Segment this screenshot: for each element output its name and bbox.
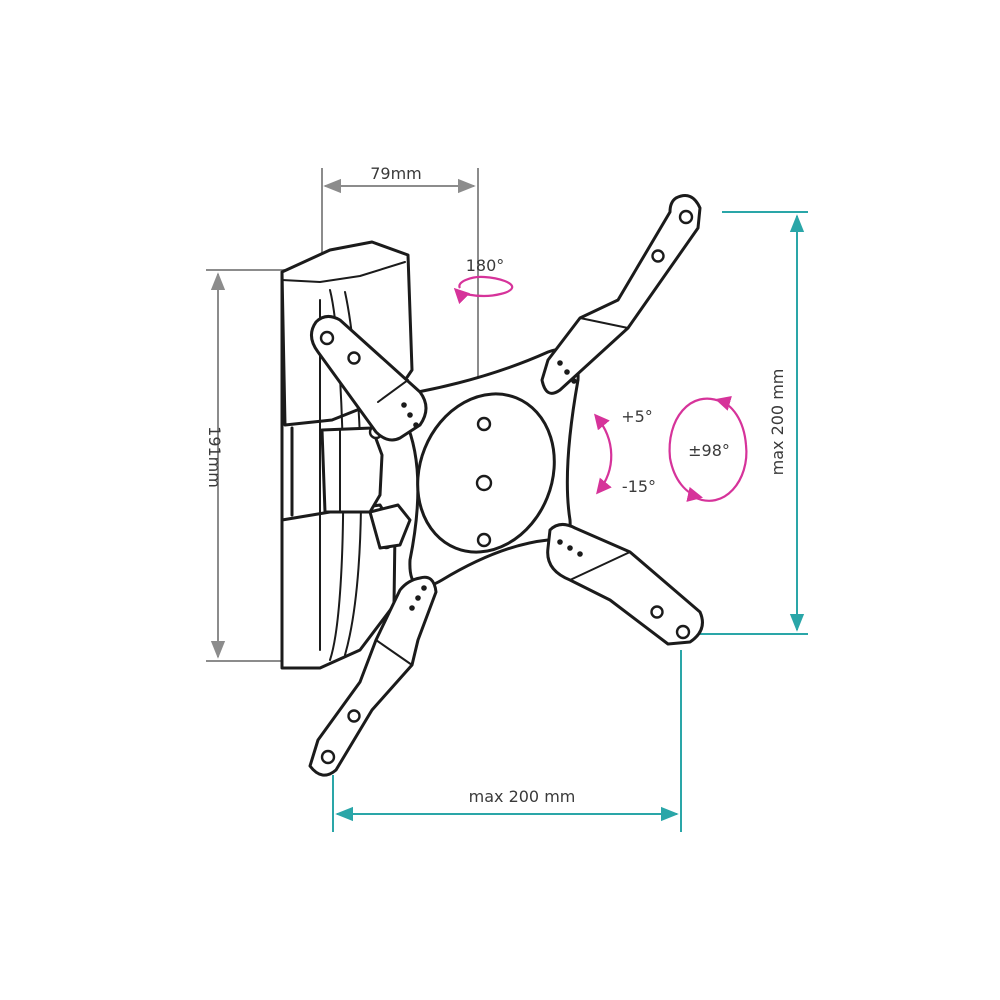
- bracket-arm-upper-left: [310, 315, 428, 442]
- height-label: 191mm: [205, 426, 224, 488]
- tilt-up-label: +5°: [621, 407, 653, 426]
- depth-dimension: [321, 168, 479, 378]
- swivel-label: 180°: [466, 256, 505, 275]
- rotate-label: ±98°: [688, 441, 730, 460]
- bracket-arm-lower-right: [546, 523, 704, 646]
- vesa-vertical-dimension: [690, 211, 808, 635]
- height-dimension: [206, 269, 290, 662]
- tilt-arrow: [594, 413, 613, 495]
- rotate-arrow: [668, 395, 748, 502]
- bracket-arm-lower-left: [308, 575, 438, 777]
- vesa-horizontal-label: max 200 mm: [469, 787, 576, 806]
- depth-label: 79mm: [370, 164, 422, 183]
- vesa-vertical-label: max 200 mm: [768, 369, 787, 476]
- bracket-arm-upper-right: [540, 194, 702, 395]
- tilt-down-label: -15°: [622, 477, 656, 496]
- swivel-arrow: [453, 275, 514, 305]
- vesa-horizontal-dimension: [332, 650, 682, 832]
